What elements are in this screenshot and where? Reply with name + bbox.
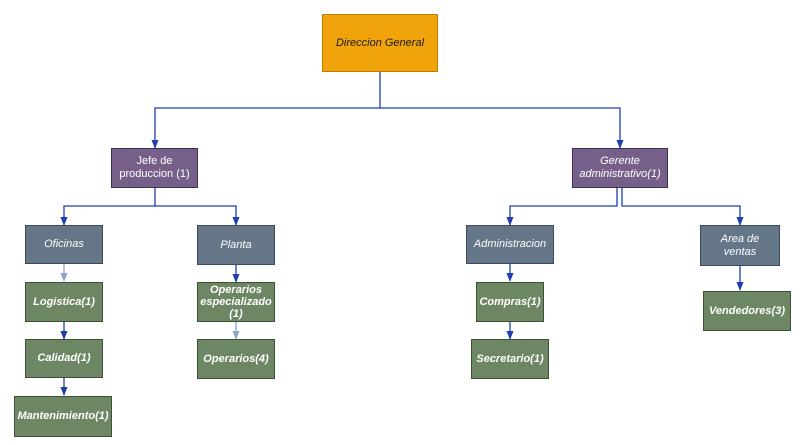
edge-jefe-oficinas <box>60 188 156 226</box>
node-mantenimiento[interactable]: Mantenimiento(1) <box>14 396 112 437</box>
node-compras[interactable]: Compras(1) <box>476 282 544 322</box>
node-administracion[interactable]: Administracion <box>466 225 554 264</box>
node-label: Planta <box>220 238 252 251</box>
edge-direccion-gerente <box>380 107 624 149</box>
node-jefe-produccion[interactable]: Jefe de produccion (1) <box>111 148 198 188</box>
node-label: Operarios especializado (1) <box>200 284 272 320</box>
edge-gerente-ventas <box>621 188 744 226</box>
node-vendedores[interactable]: Vendedores(3) <box>703 291 791 331</box>
node-label: Mantenimiento(1) <box>17 410 109 422</box>
node-operarios[interactable]: Operarios(4) <box>197 339 275 379</box>
node-operarios-especializado[interactable]: Operarios especializado (1) <box>197 282 275 322</box>
edge-direccion-jefe <box>151 72 381 149</box>
node-label: Calidad(1) <box>37 352 91 364</box>
node-planta[interactable]: Planta <box>197 225 275 265</box>
node-label: Jefe de produccion (1) <box>119 155 190 180</box>
node-label: Operarios(4) <box>203 352 269 365</box>
node-gerente-administrativo[interactable]: Gerente administrativo(1) <box>572 148 668 188</box>
node-label: Vendedores(3) <box>708 304 785 317</box>
node-calidad[interactable]: Calidad(1) <box>25 339 103 378</box>
edge-gerente-administracion <box>506 188 618 226</box>
node-label: Compras(1) <box>479 295 541 308</box>
node-label: Secretario(1) <box>476 352 544 365</box>
node-label: Direccion General <box>335 36 425 49</box>
node-oficinas[interactable]: Oficinas <box>25 225 103 264</box>
node-secretario[interactable]: Secretario(1) <box>471 339 549 379</box>
edge-jefe-planta <box>155 205 240 226</box>
node-label: Administracion <box>473 238 547 250</box>
node-label: Oficinas <box>44 238 84 250</box>
node-label: Area de ventas <box>720 232 760 258</box>
node-logistica[interactable]: Logistica(1) <box>25 282 103 322</box>
node-area-ventas[interactable]: Area de ventas <box>700 225 780 266</box>
node-direccion-general[interactable]: Direccion General <box>322 14 438 72</box>
node-label: Logistica(1) <box>33 295 95 308</box>
node-label: Gerente administrativo(1) <box>579 155 661 180</box>
